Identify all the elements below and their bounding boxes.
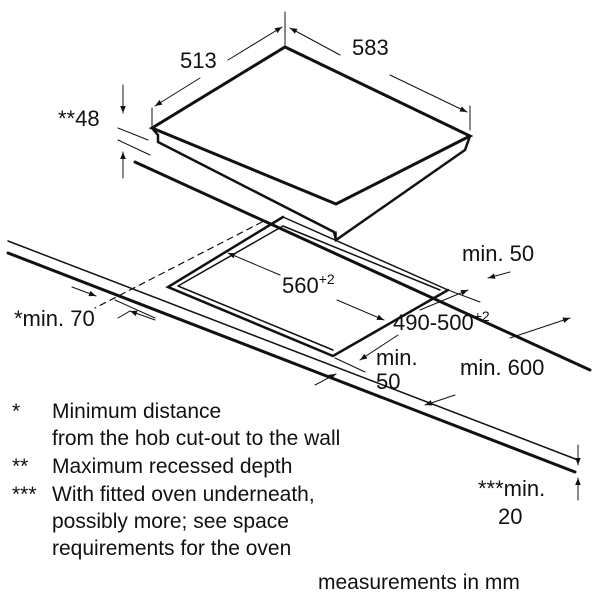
front-min-distance: *min. 70 (14, 306, 95, 331)
cutout-depth-tolerance: +2 (473, 308, 490, 324)
cutout-width-value: 560 (282, 273, 319, 298)
legend-mark: *** (12, 483, 37, 506)
worktop-min-depth: min. 600 (460, 355, 545, 380)
wall-dashed-line (94, 221, 263, 309)
cutout-depth: 490-500+2 (393, 309, 490, 335)
cutout-width: 560+2 (282, 272, 335, 298)
legend-mark: ** (12, 455, 29, 478)
cutout-depth-value: 490-500 (393, 310, 474, 335)
legend-text: from the hob cut-out to the wall (52, 427, 341, 450)
hob-cutout-outer (165, 215, 450, 358)
hob-edge (150, 126, 472, 243)
legend-text: possibly more; see space (52, 510, 289, 533)
legend-text: Minimum distance (52, 400, 222, 423)
cutout-width-tolerance: +2 (318, 271, 335, 287)
back-min-distance: min. 50 (462, 241, 535, 266)
oven-min-value: 20 (498, 504, 523, 529)
side-min-label: min. (376, 345, 418, 370)
height-dimension: **48 (58, 106, 100, 131)
legend-text: With fitted oven underneath, (52, 483, 315, 506)
width-dimension: 583 (352, 35, 389, 60)
legend-text: requirements for the oven (52, 537, 292, 560)
legend-mark: * (12, 400, 21, 423)
units-note: measurements in mm (318, 571, 520, 594)
worktop-front-thin (7, 240, 579, 461)
depth-dimension: 513 (180, 48, 217, 73)
side-min-value: 50 (376, 369, 401, 394)
legend-text: Maximum recessed depth (52, 455, 293, 478)
worktop-back-edge (133, 160, 592, 372)
oven-min-label: ***min. (478, 476, 546, 501)
worktop-front-thick (6, 251, 577, 474)
